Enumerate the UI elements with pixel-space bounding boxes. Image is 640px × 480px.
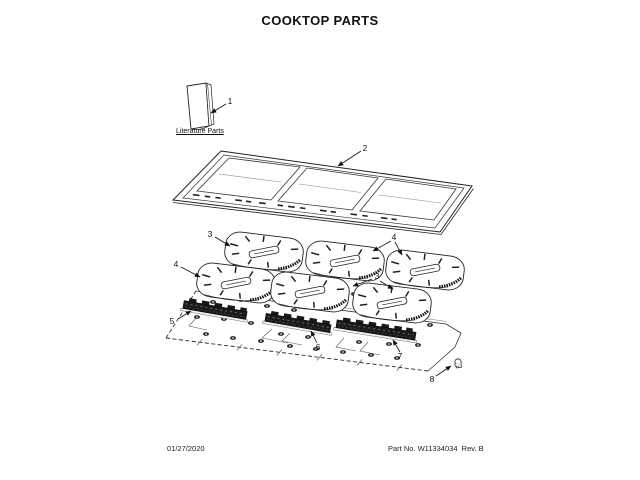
callout-leader-arrows xyxy=(177,103,452,377)
callout-4-left: 4 xyxy=(173,258,179,269)
callout-7: 7 xyxy=(397,350,403,361)
callout-8: 8 xyxy=(429,373,435,384)
callout-4-right: 4 xyxy=(391,231,397,242)
mounting-brackets xyxy=(188,317,381,356)
torn-edge-hatching xyxy=(196,339,403,371)
glass-cooktop-drawing xyxy=(171,150,474,235)
page-title: COOKTOP PARTS xyxy=(261,13,379,28)
callout-3-left: 3 xyxy=(207,228,213,239)
callout-6: 6 xyxy=(315,341,321,352)
callout-1: 1 xyxy=(227,95,233,106)
element-strip-7-drawing xyxy=(333,317,418,344)
element-strip-5-drawing xyxy=(180,298,249,323)
callout-5: 5 xyxy=(169,315,175,326)
grommet-drawing xyxy=(454,358,463,369)
element-strip-6-drawing xyxy=(262,311,333,336)
literature-parts-label: Literature Parts xyxy=(176,128,224,135)
callout-3-right: 3 xyxy=(374,270,380,281)
footer-date: 01/27/2020 xyxy=(167,444,205,453)
literature-booklet-drawing xyxy=(186,82,215,130)
control-markings xyxy=(192,193,397,221)
footer-part-number: Part No. W11334034 Rev. B xyxy=(388,444,484,453)
callout-2: 2 xyxy=(362,142,368,153)
